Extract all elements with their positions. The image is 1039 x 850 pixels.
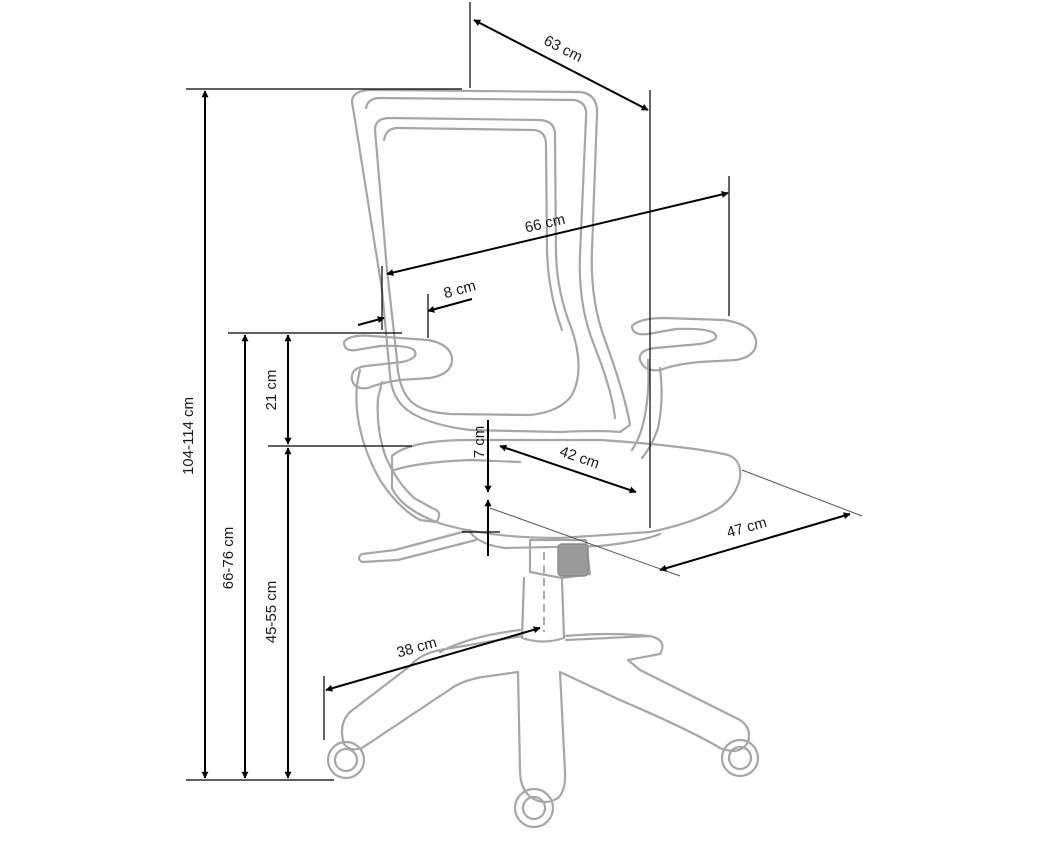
dim-depth: [473, 19, 649, 111]
ext-seat-width-left: [489, 507, 681, 577]
label-overall-height: 104-114 cm: [180, 397, 197, 475]
caster-left: [326, 740, 366, 780]
label-seat-adjust: 7 cm: [471, 426, 488, 459]
lift-knob: [557, 543, 589, 577]
tilt-lever: [357, 528, 478, 564]
seat-underside: [468, 530, 662, 550]
dim-arm-width-left: [357, 316, 385, 326]
dim-base-radius: [325, 626, 541, 692]
label-seat-width: 47 cm: [725, 514, 769, 542]
caster-right: [720, 738, 760, 778]
label-seat-height: 45-55 cm: [263, 581, 280, 644]
label-base-radius: 38 cm: [395, 634, 439, 662]
backrest-mesh: [373, 116, 580, 417]
dim-seat-depth: [499, 444, 637, 494]
dimension-lines: [186, 2, 863, 781]
label-arm-width: 8 cm: [442, 277, 478, 302]
ext-seat-width-right: [741, 469, 863, 517]
label-depth: 63 cm: [541, 32, 585, 66]
label-arm-above-seat: 21 cm: [263, 370, 280, 411]
dim-arm-width-right: [427, 298, 473, 313]
armrest-right: [630, 316, 758, 372]
seat-cushion-edge: [392, 458, 522, 472]
dim-width: [386, 191, 729, 276]
label-armrest-height: 66-76 cm: [220, 527, 237, 590]
dim-seat-width: [659, 512, 851, 572]
star-base: [340, 634, 751, 804]
caster-front: [513, 787, 555, 829]
seat-cushion: [390, 438, 742, 540]
backrest-mesh-inner: [382, 126, 564, 332]
armrest-left: [342, 334, 454, 390]
